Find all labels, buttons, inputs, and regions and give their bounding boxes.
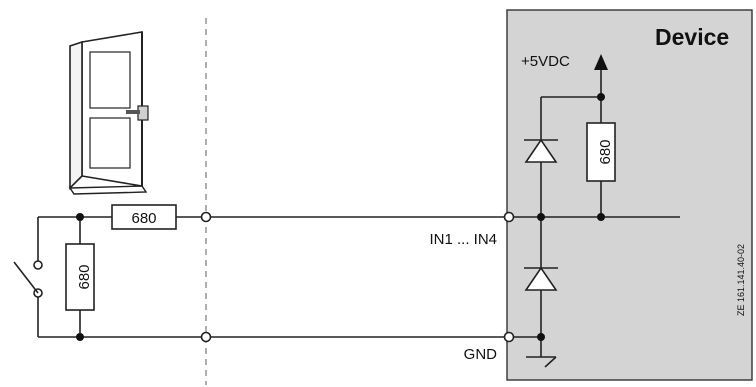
shunt-resistor: [65, 243, 95, 311]
figure-code: ZE 161.141.40-02: [736, 244, 746, 316]
upper-diode: [524, 138, 558, 163]
pullup-resistor-value: 680: [597, 139, 614, 164]
terminals: [200, 211, 515, 343]
junction-nodes: [76, 93, 605, 341]
device-label: Device: [655, 24, 729, 50]
door-contact-switch: [13, 260, 43, 298]
ground-label: GND: [464, 346, 498, 363]
device-box: [506, 9, 753, 381]
pullup-resistor: [586, 122, 616, 182]
series-resistor: [111, 204, 177, 230]
series-resistor-value: 680: [131, 210, 156, 227]
door-icon: [68, 31, 149, 195]
shunt-resistor-value: 680: [76, 264, 93, 289]
input-label: IN1 ... IN4: [429, 231, 497, 248]
supply-label: +5VDC: [521, 53, 570, 70]
lower-diode: [524, 266, 558, 291]
supply-arrow-icon: [594, 54, 608, 70]
